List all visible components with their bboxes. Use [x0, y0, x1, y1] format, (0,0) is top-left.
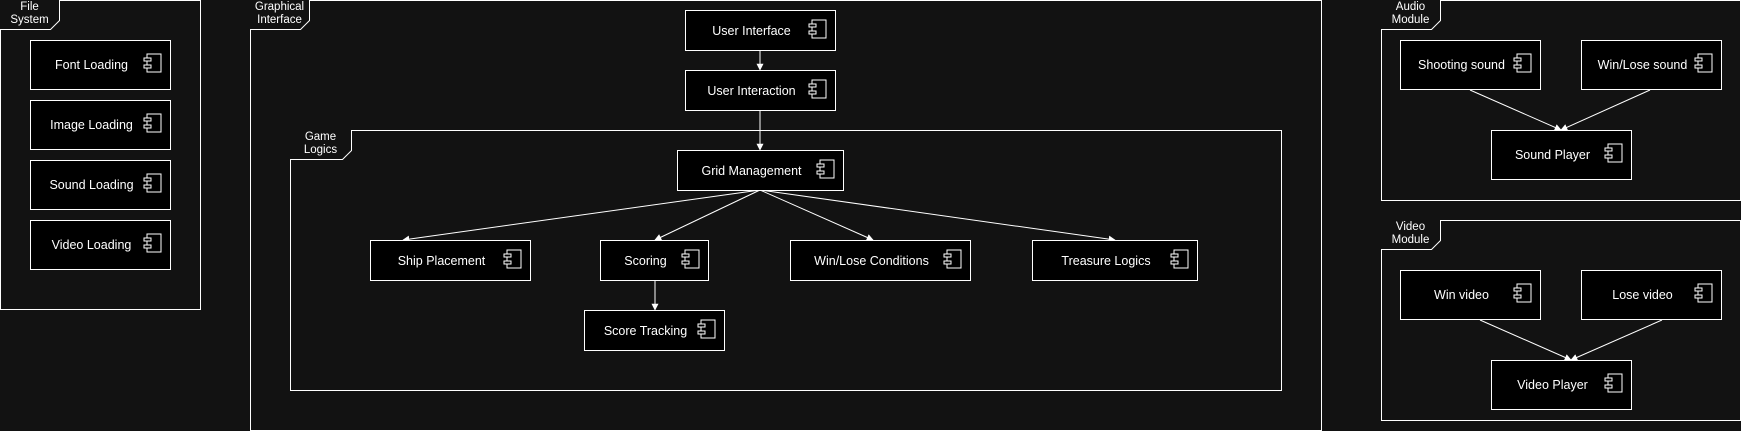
- sound-loading-component[interactable]: Sound Loading: [30, 160, 171, 210]
- component-icon: [143, 113, 163, 133]
- image-loading-component[interactable]: Image Loading: [30, 100, 171, 150]
- graphical-interface-tab: Graphical Interface: [250, 0, 311, 31]
- treasure-logics-label: Treasure Logics: [1061, 253, 1151, 268]
- game-logics-title-line1: Game: [304, 131, 337, 143]
- ship-placement-label: Ship Placement: [397, 253, 486, 268]
- component-icon: [1513, 53, 1533, 73]
- shooting-sound-label: Shooting sound: [1418, 58, 1505, 72]
- scoring-component[interactable]: Scoring: [600, 240, 709, 281]
- video-module-title-line1: Video: [1395, 221, 1426, 233]
- sound-player-label: Sound Player: [1514, 148, 1591, 162]
- video-player-component[interactable]: Video Player: [1491, 360, 1632, 410]
- user-interface-component[interactable]: User Interface: [685, 10, 836, 51]
- win-video-label: Win video: [1434, 288, 1489, 302]
- treasure-logics-component[interactable]: Treasure Logics: [1032, 240, 1198, 281]
- file-system-title-line1: File: [20, 1, 39, 13]
- font-loading-label: Font Loading: [55, 58, 128, 72]
- component-icon: [143, 233, 163, 253]
- component-icon: [143, 173, 163, 193]
- user-interaction-component[interactable]: User Interaction: [685, 70, 836, 111]
- arrow-grid-to-ship-placement: [402, 189, 761, 243]
- ship-placement-component[interactable]: Ship Placement: [370, 240, 531, 281]
- component-icon: [808, 79, 828, 99]
- frame-tab-corner: [341, 149, 353, 161]
- component-icon: [697, 319, 717, 339]
- component-icon: [681, 249, 701, 269]
- graphical-interface-title-line2: Interface: [257, 14, 302, 26]
- frame-tab-corner: [49, 19, 61, 31]
- file-system-title-line2: System: [10, 14, 49, 26]
- frame-tab-corner: [299, 19, 311, 31]
- video-module-frame: Video Module: [1381, 220, 1741, 421]
- component-icon: [1513, 283, 1533, 303]
- audio-module-tab: Audio Module: [1381, 0, 1442, 31]
- game-logics-tab: Game Logics: [290, 130, 353, 161]
- grid-management-label: Grid Management: [701, 163, 802, 178]
- video-loading-label: Video Loading: [51, 238, 132, 252]
- arrow-lose-video-to-player: [1570, 319, 1663, 361]
- win-lose-sound-component[interactable]: Win/Lose sound: [1581, 40, 1722, 90]
- audio-module-title-line1: Audio: [1395, 1, 1426, 13]
- lose-video-label: Lose video: [1612, 288, 1673, 302]
- video-player-label: Video Player: [1517, 378, 1588, 392]
- component-icon: [1694, 283, 1714, 303]
- video-loading-component[interactable]: Video Loading: [30, 220, 171, 270]
- arrow-grid-to-scoring: [654, 189, 761, 241]
- arrow-shooting-sound-to-player: [1469, 89, 1562, 131]
- component-icon: [1604, 143, 1624, 163]
- component-icon: [808, 19, 828, 39]
- score-tracking-label: Score Tracking: [603, 323, 688, 338]
- lose-video-component[interactable]: Lose video: [1581, 270, 1722, 320]
- file-system-tab: File System: [0, 0, 61, 31]
- font-loading-component[interactable]: Font Loading: [30, 40, 171, 90]
- scoring-label: Scoring: [624, 253, 667, 268]
- component-icon: [816, 159, 836, 179]
- video-module-title-line2: Module: [1391, 234, 1430, 246]
- game-logics-frame: Game Logics: [290, 130, 1282, 391]
- audio-module-title-line2: Module: [1391, 14, 1430, 26]
- frame-tab-corner: [1430, 239, 1442, 251]
- component-icon: [943, 249, 963, 269]
- frame-tab-corner: [1430, 19, 1442, 31]
- arrow-grid-to-treasure: [759, 189, 1116, 243]
- win-lose-conditions-label: Win/Lose Conditions: [814, 253, 929, 268]
- file-system-frame: File System: [0, 0, 201, 310]
- game-logics-title-line2: Logics: [303, 144, 338, 156]
- graphical-interface-title-line1: Graphical: [254, 1, 305, 13]
- sound-player-component[interactable]: Sound Player: [1491, 130, 1632, 180]
- arrow-grid-to-win-lose: [759, 189, 874, 241]
- user-interaction-label: User Interaction: [707, 83, 796, 98]
- video-module-tab: Video Module: [1381, 220, 1442, 251]
- component-icon: [143, 53, 163, 73]
- sound-loading-label: Sound Loading: [49, 178, 134, 192]
- image-loading-label: Image Loading: [50, 118, 133, 132]
- component-icon: [1604, 373, 1624, 393]
- win-video-component[interactable]: Win video: [1400, 270, 1541, 320]
- component-icon: [1694, 53, 1714, 73]
- component-icon: [1170, 249, 1190, 269]
- win-lose-conditions-component[interactable]: Win/Lose Conditions: [790, 240, 971, 281]
- user-interface-label: User Interface: [712, 23, 791, 38]
- shooting-sound-component[interactable]: Shooting sound: [1400, 40, 1541, 90]
- win-lose-sound-label: Win/Lose sound: [1597, 58, 1688, 72]
- score-tracking-component[interactable]: Score Tracking: [584, 310, 725, 351]
- arrow-win-video-to-player: [1479, 319, 1572, 361]
- component-icon: [503, 249, 523, 269]
- arrow-win-lose-sound-to-player: [1560, 89, 1651, 131]
- grid-management-component[interactable]: Grid Management: [677, 150, 844, 191]
